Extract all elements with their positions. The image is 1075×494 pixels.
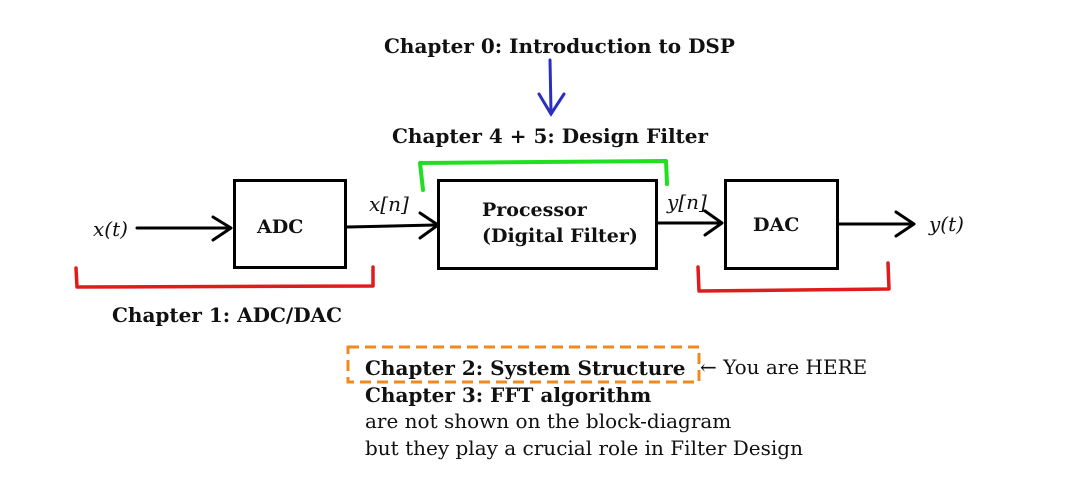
adc-to-processor-arrow (345, 211, 440, 240)
processed-signal-label: y[n] (667, 190, 707, 214)
intro-arrow (537, 58, 566, 117)
current-chapter-box (346, 345, 701, 384)
note-line-1: are not shown on the block-diagram (365, 409, 732, 433)
output-arrow (837, 210, 916, 238)
input-arrow (135, 215, 233, 242)
filter-design-bracket (418, 159, 669, 192)
dac-bracket (696, 261, 891, 293)
processor-to-dac-arrow (656, 209, 724, 237)
processor-block: Processor (Digital Filter) (437, 179, 658, 270)
processor-label-line1: Processor (482, 199, 587, 221)
chapter-0-label: Chapter 0: Introduction to DSP (384, 34, 735, 58)
chapter-2-label: Chapter 2: System Structure (365, 356, 686, 380)
adc-bracket (74, 265, 375, 289)
chapter-1-label: Chapter 1: ADC/DAC (112, 303, 342, 327)
adc-block: ADC (233, 179, 347, 269)
adc-block-label: ADC (257, 216, 304, 238)
you-are-here-label: ← You are HERE (700, 355, 868, 379)
sampled-signal-label: x[n] (369, 192, 409, 216)
chapter-4-5-label: Chapter 4 + 5: Design Filter (392, 124, 709, 148)
processor-block-label: Processor (Digital Filter) (482, 198, 638, 249)
processor-label-line2: (Digital Filter) (482, 224, 638, 247)
dac-block: DAC (724, 179, 839, 270)
note-line-2: but they play a crucial role in Filter D… (365, 436, 803, 460)
output-signal-label: y(t) (929, 212, 964, 236)
chapter-3-label: Chapter 3: FFT algorithm (365, 383, 652, 407)
input-signal-label: x(t) (93, 217, 128, 241)
dac-block-label: DAC (753, 214, 800, 236)
